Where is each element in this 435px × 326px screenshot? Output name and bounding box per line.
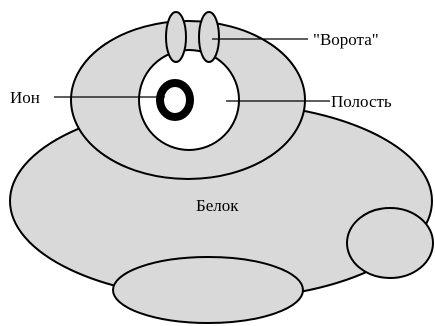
protein-bottom-lobe [113, 257, 303, 323]
gate-left [166, 12, 186, 62]
cavity-label: Полость [331, 92, 392, 111]
ion-label: Ион [10, 88, 40, 107]
ion [160, 83, 190, 117]
gate-label: "Ворота" [313, 30, 379, 49]
protein-right-lobe [347, 208, 433, 278]
protein-label: Белок [196, 196, 239, 215]
gate-right [199, 12, 219, 62]
